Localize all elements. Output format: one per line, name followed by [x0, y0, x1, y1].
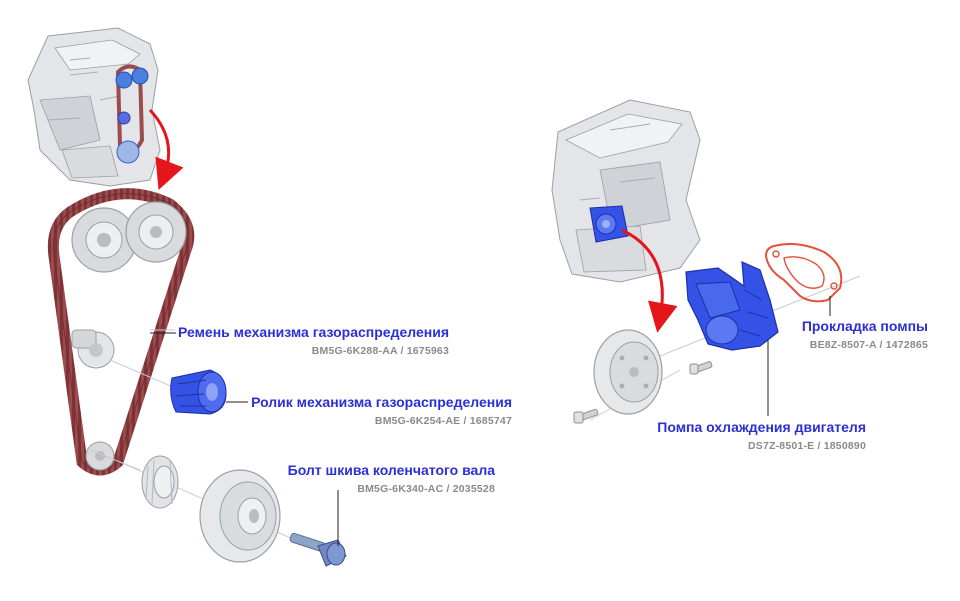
- crank-pulley-illustration: [199, 469, 281, 563]
- timing-roller-illustration: [170, 369, 227, 415]
- label-timing-belt-title: Ремень механизма газораспределения: [177, 324, 449, 340]
- pump-gasket-illustration: [764, 243, 843, 303]
- label-crank-bolt: Болт шкива коленчатого вала BM5G-6K340-A…: [288, 462, 495, 496]
- label-timing-roller-pn: BM5G-6K254-AE / 1685747: [374, 415, 512, 427]
- water-pump-illustration: [685, 261, 779, 351]
- crank-sprocket-illustration: [141, 455, 179, 509]
- crank-bolt-illustration: [289, 532, 347, 567]
- label-crank-bolt-pn: BM5G-6K340-AC / 2035528: [357, 483, 495, 495]
- label-crank-bolt-title: Болт шкива коленчатого вала: [287, 462, 495, 478]
- label-timing-belt: Ремень механизма газораспределения BM5G-…: [178, 324, 449, 358]
- label-timing-roller: Ролик механизма газораспределения BM5G-6…: [251, 394, 512, 428]
- label-pump-gasket: Прокладка помпы BE8Z-8507-A / 1472865: [802, 318, 928, 352]
- engine-right-illustration: [551, 99, 701, 283]
- engine-left-illustration: [27, 27, 161, 187]
- label-water-pump: Помпа охлаждения двигателя DS7Z-8501-E /…: [657, 419, 866, 453]
- label-pump-gasket-pn: BE8Z-8507-A / 1472865: [809, 339, 928, 351]
- label-water-pump-title: Помпа охлаждения двигателя: [657, 419, 866, 435]
- pulley-bolt-illustration: [573, 408, 599, 424]
- label-water-pump-pn: DS7Z-8501-E / 1850890: [747, 440, 866, 452]
- pump-pulley-illustration: [593, 329, 663, 415]
- label-pump-gasket-title: Прокладка помпы: [801, 318, 928, 334]
- timing-belt-illustration: [47, 188, 195, 476]
- label-timing-roller-title: Ролик механизма газораспределения: [251, 394, 512, 410]
- label-timing-belt-pn: BM5G-6K288-AA / 1675963: [311, 345, 449, 357]
- pump-bolt-illustration: [689, 361, 713, 375]
- arrow-left: [148, 108, 184, 190]
- arrow-right: [621, 228, 678, 333]
